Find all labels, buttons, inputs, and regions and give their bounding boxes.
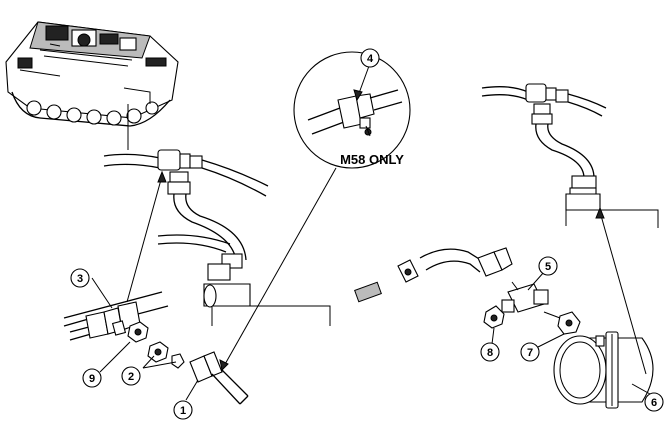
callout-6: 6 <box>644 392 664 412</box>
reservoir-tank <box>553 331 654 409</box>
detail-leader-line <box>223 167 337 367</box>
callout-1: 1 <box>173 400 193 420</box>
svg-text:8: 8 <box>487 347 493 359</box>
right-hose-assembly <box>481 83 659 228</box>
callout-7: 7 <box>520 342 540 362</box>
svg-text:1: 1 <box>180 405 186 417</box>
vehicle-illustration <box>5 21 179 127</box>
m58-only-label: M58 ONLY <box>340 152 404 167</box>
road-wheels <box>26 100 159 126</box>
callout-4: 4 <box>367 53 374 65</box>
callout-9: 9 <box>82 368 102 388</box>
leader-lines-right <box>491 206 651 395</box>
callout-8: 8 <box>480 342 500 362</box>
leader-lines-left <box>91 170 199 401</box>
detail-circle-m58: 4 M58 ONLY <box>293 48 411 169</box>
svg-text:9: 9 <box>89 373 95 385</box>
callout-2: 2 <box>121 366 141 386</box>
callout-5: 5 <box>538 256 558 276</box>
callout-3: 3 <box>70 268 90 288</box>
svg-text:6: 6 <box>651 397 657 409</box>
svg-text:3: 3 <box>77 273 83 285</box>
exploded-parts-right <box>354 247 581 335</box>
left-hose-assembly <box>103 149 331 326</box>
svg-text:2: 2 <box>128 371 134 383</box>
svg-text:5: 5 <box>545 261 551 273</box>
svg-text:7: 7 <box>527 347 533 359</box>
exploded-parts-left <box>63 291 249 405</box>
